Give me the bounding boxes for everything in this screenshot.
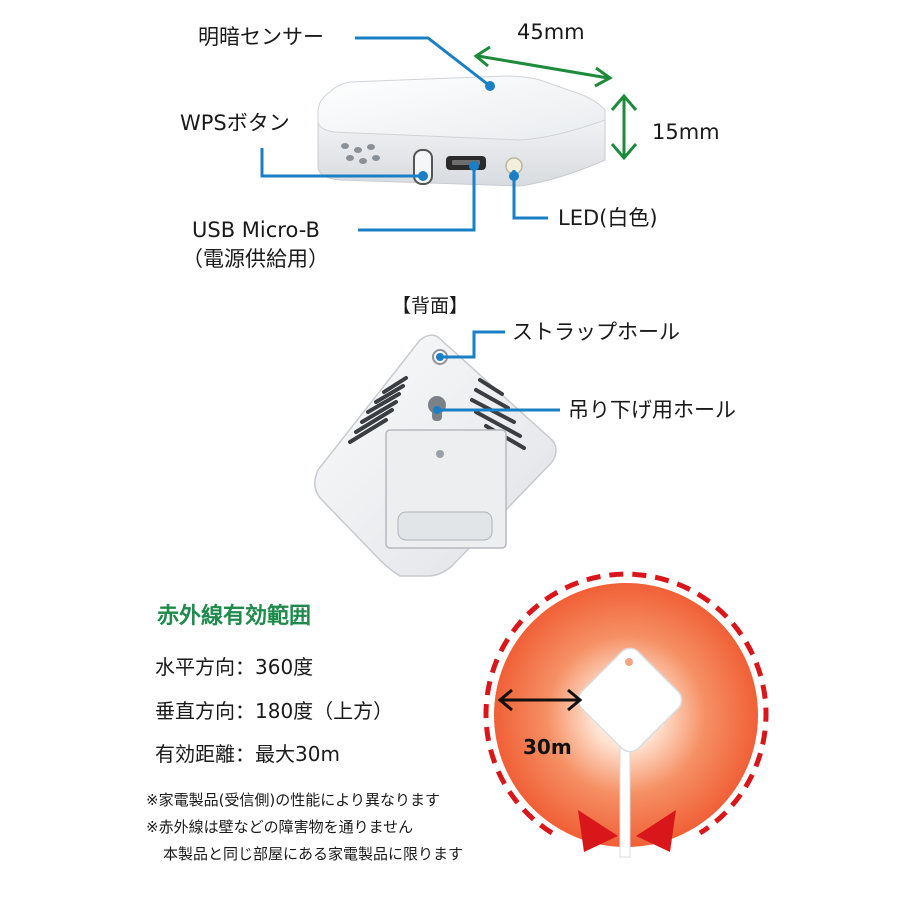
range-distance-label: 30m — [523, 735, 572, 759]
spec-vertical: 垂直方向：180度（上方） — [155, 699, 394, 723]
width-dimension: 45mm — [517, 20, 585, 44]
infrared-title: 赤外線有効範囲 — [157, 604, 312, 629]
arrow-double-icon — [497, 688, 583, 712]
usb-sub-label: （電源供給用） — [182, 247, 329, 271]
vent-holes — [341, 143, 380, 164]
usb-label: USB Micro-B — [192, 218, 320, 242]
note-3: 本製品と同じ部屋にある家電製品に限ります — [163, 845, 464, 863]
spec-horizontal: 水平方向：360度 — [155, 655, 314, 679]
back-heading: 【背面】 — [392, 295, 469, 317]
spec-distance: 有効距離：最大30m — [155, 742, 340, 766]
infrared-range-graphic — [483, 571, 769, 858]
note-2: ※赤外線は壁などの障害物を通りません — [146, 818, 414, 836]
height-dimension: 15mm — [652, 120, 720, 144]
light-sensor-label: 明暗センサー — [198, 25, 324, 49]
arrow-red-icon — [578, 810, 676, 852]
device-front — [317, 75, 606, 187]
back-vents — [348, 376, 526, 450]
back-leader-lines — [437, 330, 560, 412]
leader-lines — [260, 36, 548, 232]
leader-dots — [418, 81, 519, 181]
note-1: ※家電製品(受信側)の性能により異なります — [146, 791, 440, 809]
device-back — [314, 334, 557, 577]
wps-button-label: WPSボタン — [180, 111, 290, 135]
strap-hole-label: ストラップホール — [512, 320, 680, 344]
arrow-double-icon — [473, 45, 638, 161]
hanging-hole-label: 吊り下げ用ホール — [568, 398, 736, 422]
led-label: LED(白色) — [558, 206, 658, 230]
